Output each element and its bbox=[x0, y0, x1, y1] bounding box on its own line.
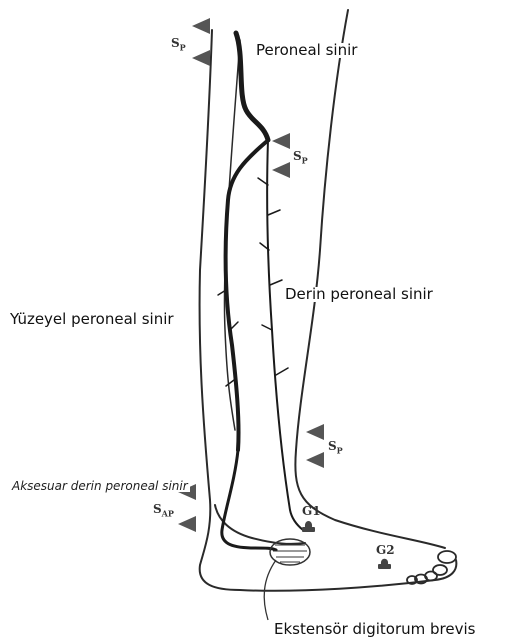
label-extensor-digitorum-brevis: Ekstensör digitorum brevis bbox=[272, 622, 477, 637]
stimulation-arrow-icon bbox=[192, 18, 210, 34]
label-deep-peroneal-nerve: Derin peroneal sinir bbox=[283, 287, 435, 302]
superficial-peroneal-nerve bbox=[226, 142, 266, 450]
electrode-label-g1: G1 bbox=[302, 505, 321, 517]
stim-letter: S bbox=[328, 439, 337, 453]
toes bbox=[407, 551, 456, 584]
stim-subscript: AP bbox=[162, 508, 174, 518]
stimulation-arrow-icon bbox=[272, 162, 290, 178]
stimulation-arrow-icon bbox=[306, 452, 324, 468]
electrode-label-g2: G2 bbox=[376, 544, 395, 556]
label-superficial-peroneal-nerve: Yüzeyel peroneal sinir bbox=[8, 312, 176, 327]
stimulation-arrow-icon bbox=[192, 50, 210, 66]
stim-subscript: P bbox=[180, 42, 186, 52]
label-accessory-deep-peroneal-nerve: Aksesuar derin peroneal sinir bbox=[10, 480, 190, 492]
stim-site-label: SP bbox=[171, 37, 186, 51]
electrode-icon bbox=[302, 521, 315, 532]
accessory-deep-peroneal-nerve bbox=[222, 450, 276, 550]
stimulation-arrow-icon bbox=[306, 424, 324, 440]
label-peroneal-nerve: Peroneal sinir bbox=[254, 43, 359, 58]
stim-letter: S bbox=[293, 149, 302, 163]
stim-subscript: P bbox=[302, 155, 308, 165]
stim-letter: S bbox=[171, 36, 180, 50]
electrode-icon bbox=[378, 559, 391, 569]
stim-subscript: P bbox=[337, 445, 343, 455]
stimulation-arrow-icon bbox=[272, 133, 290, 149]
deep-peroneal-nerve bbox=[267, 140, 303, 530]
stim-site-label: SP bbox=[293, 150, 308, 164]
stim-site-label: SAP bbox=[153, 503, 174, 517]
stim-letter: S bbox=[153, 502, 162, 516]
stimulation-arrow-icon bbox=[178, 516, 196, 532]
stim-site-label: SP bbox=[328, 440, 343, 454]
